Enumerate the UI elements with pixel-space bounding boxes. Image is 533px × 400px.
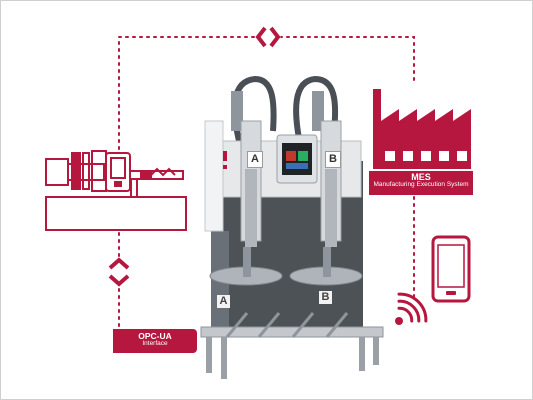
tag-platter-b: B <box>319 291 332 304</box>
smartphone-icon <box>431 235 471 303</box>
mes-label: MES Manufacturing Execution System <box>369 171 473 195</box>
tag-container-a: A <box>247 151 263 168</box>
wifi-signal-icon <box>395 292 428 325</box>
factory-icon <box>373 89 471 169</box>
opc-ua-subtitle: Interface <box>142 339 168 347</box>
mes-title: MES <box>411 172 431 182</box>
dispensing-machine <box>200 75 384 379</box>
tag-platter-a: A <box>217 295 230 308</box>
injection-molding-machine-icon <box>45 150 187 231</box>
link-top <box>118 36 415 150</box>
mes-subtitle: Manufacturing Execution System <box>373 181 469 189</box>
opc-ua-title: OPC-UA <box>138 331 172 341</box>
chevron-diamond-icon <box>255 24 281 50</box>
opc-ua-label: OPC-UA Interface <box>113 329 197 353</box>
chevron-diamond-icon <box>105 257 133 287</box>
tag-container-b: B <box>325 151 341 168</box>
